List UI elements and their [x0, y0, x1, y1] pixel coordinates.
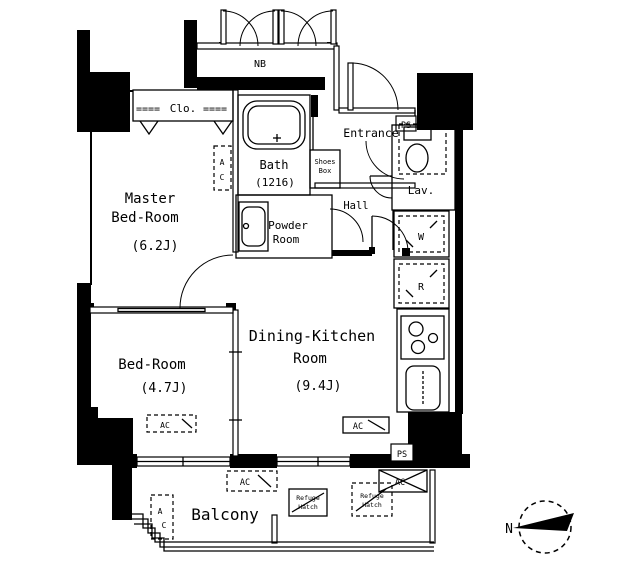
- master-bedroom-label2: Bed-Room: [111, 210, 178, 226]
- washer-label: W: [418, 232, 425, 243]
- master-bedroom-area: (6.2J): [132, 239, 179, 254]
- kitchen-counter: [396, 308, 450, 413]
- refuge-hatch-left: Refuge Hatch: [288, 488, 328, 517]
- balcony-ac-pad-left: AC: [226, 470, 278, 492]
- powder-room-label2: Room: [273, 233, 300, 246]
- interior-doors: [179, 140, 409, 309]
- entrance-label: Entrance: [343, 126, 398, 140]
- shoes-box-label2: Box: [319, 167, 332, 175]
- dining-kitchen-area: (9.4J): [295, 379, 342, 394]
- closet: ==== Clo. ====: [132, 89, 234, 136]
- bedroom-area: (4.7J): [141, 381, 188, 396]
- lavatory-label: Lav.: [408, 184, 435, 197]
- balcony-label: Balcony: [191, 505, 259, 524]
- closet-label: Clo.: [170, 102, 197, 115]
- refuge-hatch-right-label: Refuge: [360, 492, 384, 500]
- master-ac-box: A C: [213, 145, 232, 191]
- fridge-label: R: [418, 282, 425, 293]
- compass-needle-icon: [513, 513, 574, 531]
- balcony-edge: [131, 513, 434, 552]
- lavatory-room: Lav.: [391, 123, 456, 211]
- entrance-door: [347, 62, 399, 111]
- nb-window-doors: [220, 9, 337, 47]
- bath-drain-icon: [273, 134, 281, 142]
- bath-size-label: (1216): [255, 176, 295, 189]
- shoes-box-label: Shoes: [314, 158, 335, 166]
- bedroom-ac-box: AC: [146, 414, 197, 433]
- balcony: Balcony AC AC A C Refuge Hatch Refuge: [150, 469, 428, 540]
- compass-north-label: N: [505, 522, 513, 537]
- dk-ac-label: AC: [353, 422, 363, 432]
- balcony-ac-left-label: AC: [240, 478, 250, 488]
- refuge-hatch-right-label2: Hatch: [362, 501, 382, 509]
- refuge-hatch-left-label2: Hatch: [298, 503, 318, 511]
- balcony-ac-right-label: AC: [395, 478, 405, 488]
- nb-label: NB: [254, 59, 266, 70]
- dk-ac-box: AC: [342, 416, 390, 434]
- fridge-space: R: [393, 258, 450, 309]
- exterior-walls: [77, 20, 473, 520]
- washer-space: W: [393, 210, 450, 258]
- powder-room: Powder Room: [235, 194, 333, 259]
- master-bedroom: Master Bed-Room (6.2J) A C: [111, 145, 232, 254]
- dining-kitchen-label2: Room: [293, 351, 327, 367]
- balcony-ac-pad-right: AC: [378, 469, 428, 493]
- ps-top-label: PS: [401, 121, 411, 131]
- balcony-ac-vertical-label: A: [158, 507, 163, 516]
- hanger-mark-icon: [139, 120, 159, 136]
- master-ac-label: A: [220, 158, 225, 167]
- interior-walls: [89, 42, 436, 544]
- balcony-ac-vertical-label2: C: [162, 521, 167, 530]
- dining-kitchen-label: Dining-Kitchen: [249, 327, 375, 345]
- master-bedroom-label: Master: [125, 191, 176, 207]
- refuge-hatch-right: Refuge Hatch: [351, 482, 393, 517]
- toilet-icon: [398, 123, 447, 175]
- closet-dashes-left: ====: [136, 104, 160, 115]
- bath-room: Bath (1216): [237, 94, 311, 196]
- bedroom: Bed-Room (4.7J) AC: [118, 357, 197, 433]
- powder-sink-icon: [238, 201, 269, 252]
- powder-room-label: Powder: [268, 219, 308, 232]
- balcony-ac-pad-vertical: A C: [150, 494, 174, 540]
- closet-dashes-right: ====: [203, 104, 227, 115]
- refuge-hatch-left-label: Refuge: [296, 494, 320, 502]
- master-ac-label2: C: [220, 173, 225, 182]
- compass: N: [505, 500, 574, 554]
- entrance-area: Shoes Box Entrance Hall: [309, 126, 399, 212]
- bath-label: Bath: [260, 158, 289, 172]
- kitchen-sink-icon: [405, 365, 441, 411]
- dining-kitchen-room: Dining-Kitchen Room (9.4J) AC: [249, 327, 390, 434]
- hanger-mark-icon: [213, 120, 233, 136]
- bedroom-ac-label: AC: [160, 421, 170, 430]
- stove-icon: [400, 315, 445, 360]
- ps-bottom-label: PS: [397, 450, 407, 460]
- bedroom-label: Bed-Room: [118, 357, 185, 373]
- hall-label: Hall: [343, 200, 368, 212]
